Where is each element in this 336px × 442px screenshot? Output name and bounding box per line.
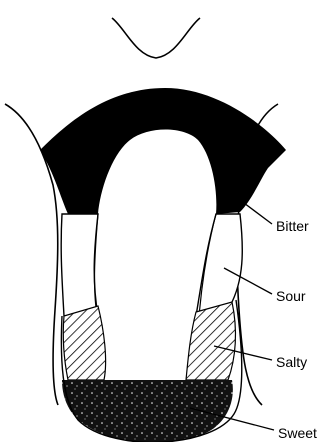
sour-label: Sour xyxy=(276,289,306,303)
uvula-outline xyxy=(112,18,200,58)
sour-region-right xyxy=(196,214,242,316)
bitter-region xyxy=(40,88,286,214)
salty-label: Salty xyxy=(276,355,307,369)
bitter-leader-line xyxy=(240,200,272,224)
bitter-label: Bitter xyxy=(276,219,309,233)
salty-region-right xyxy=(186,302,235,380)
salty-region-left xyxy=(63,306,105,380)
sour-region-left xyxy=(61,214,98,316)
sweet-label: Sweet xyxy=(278,426,317,440)
